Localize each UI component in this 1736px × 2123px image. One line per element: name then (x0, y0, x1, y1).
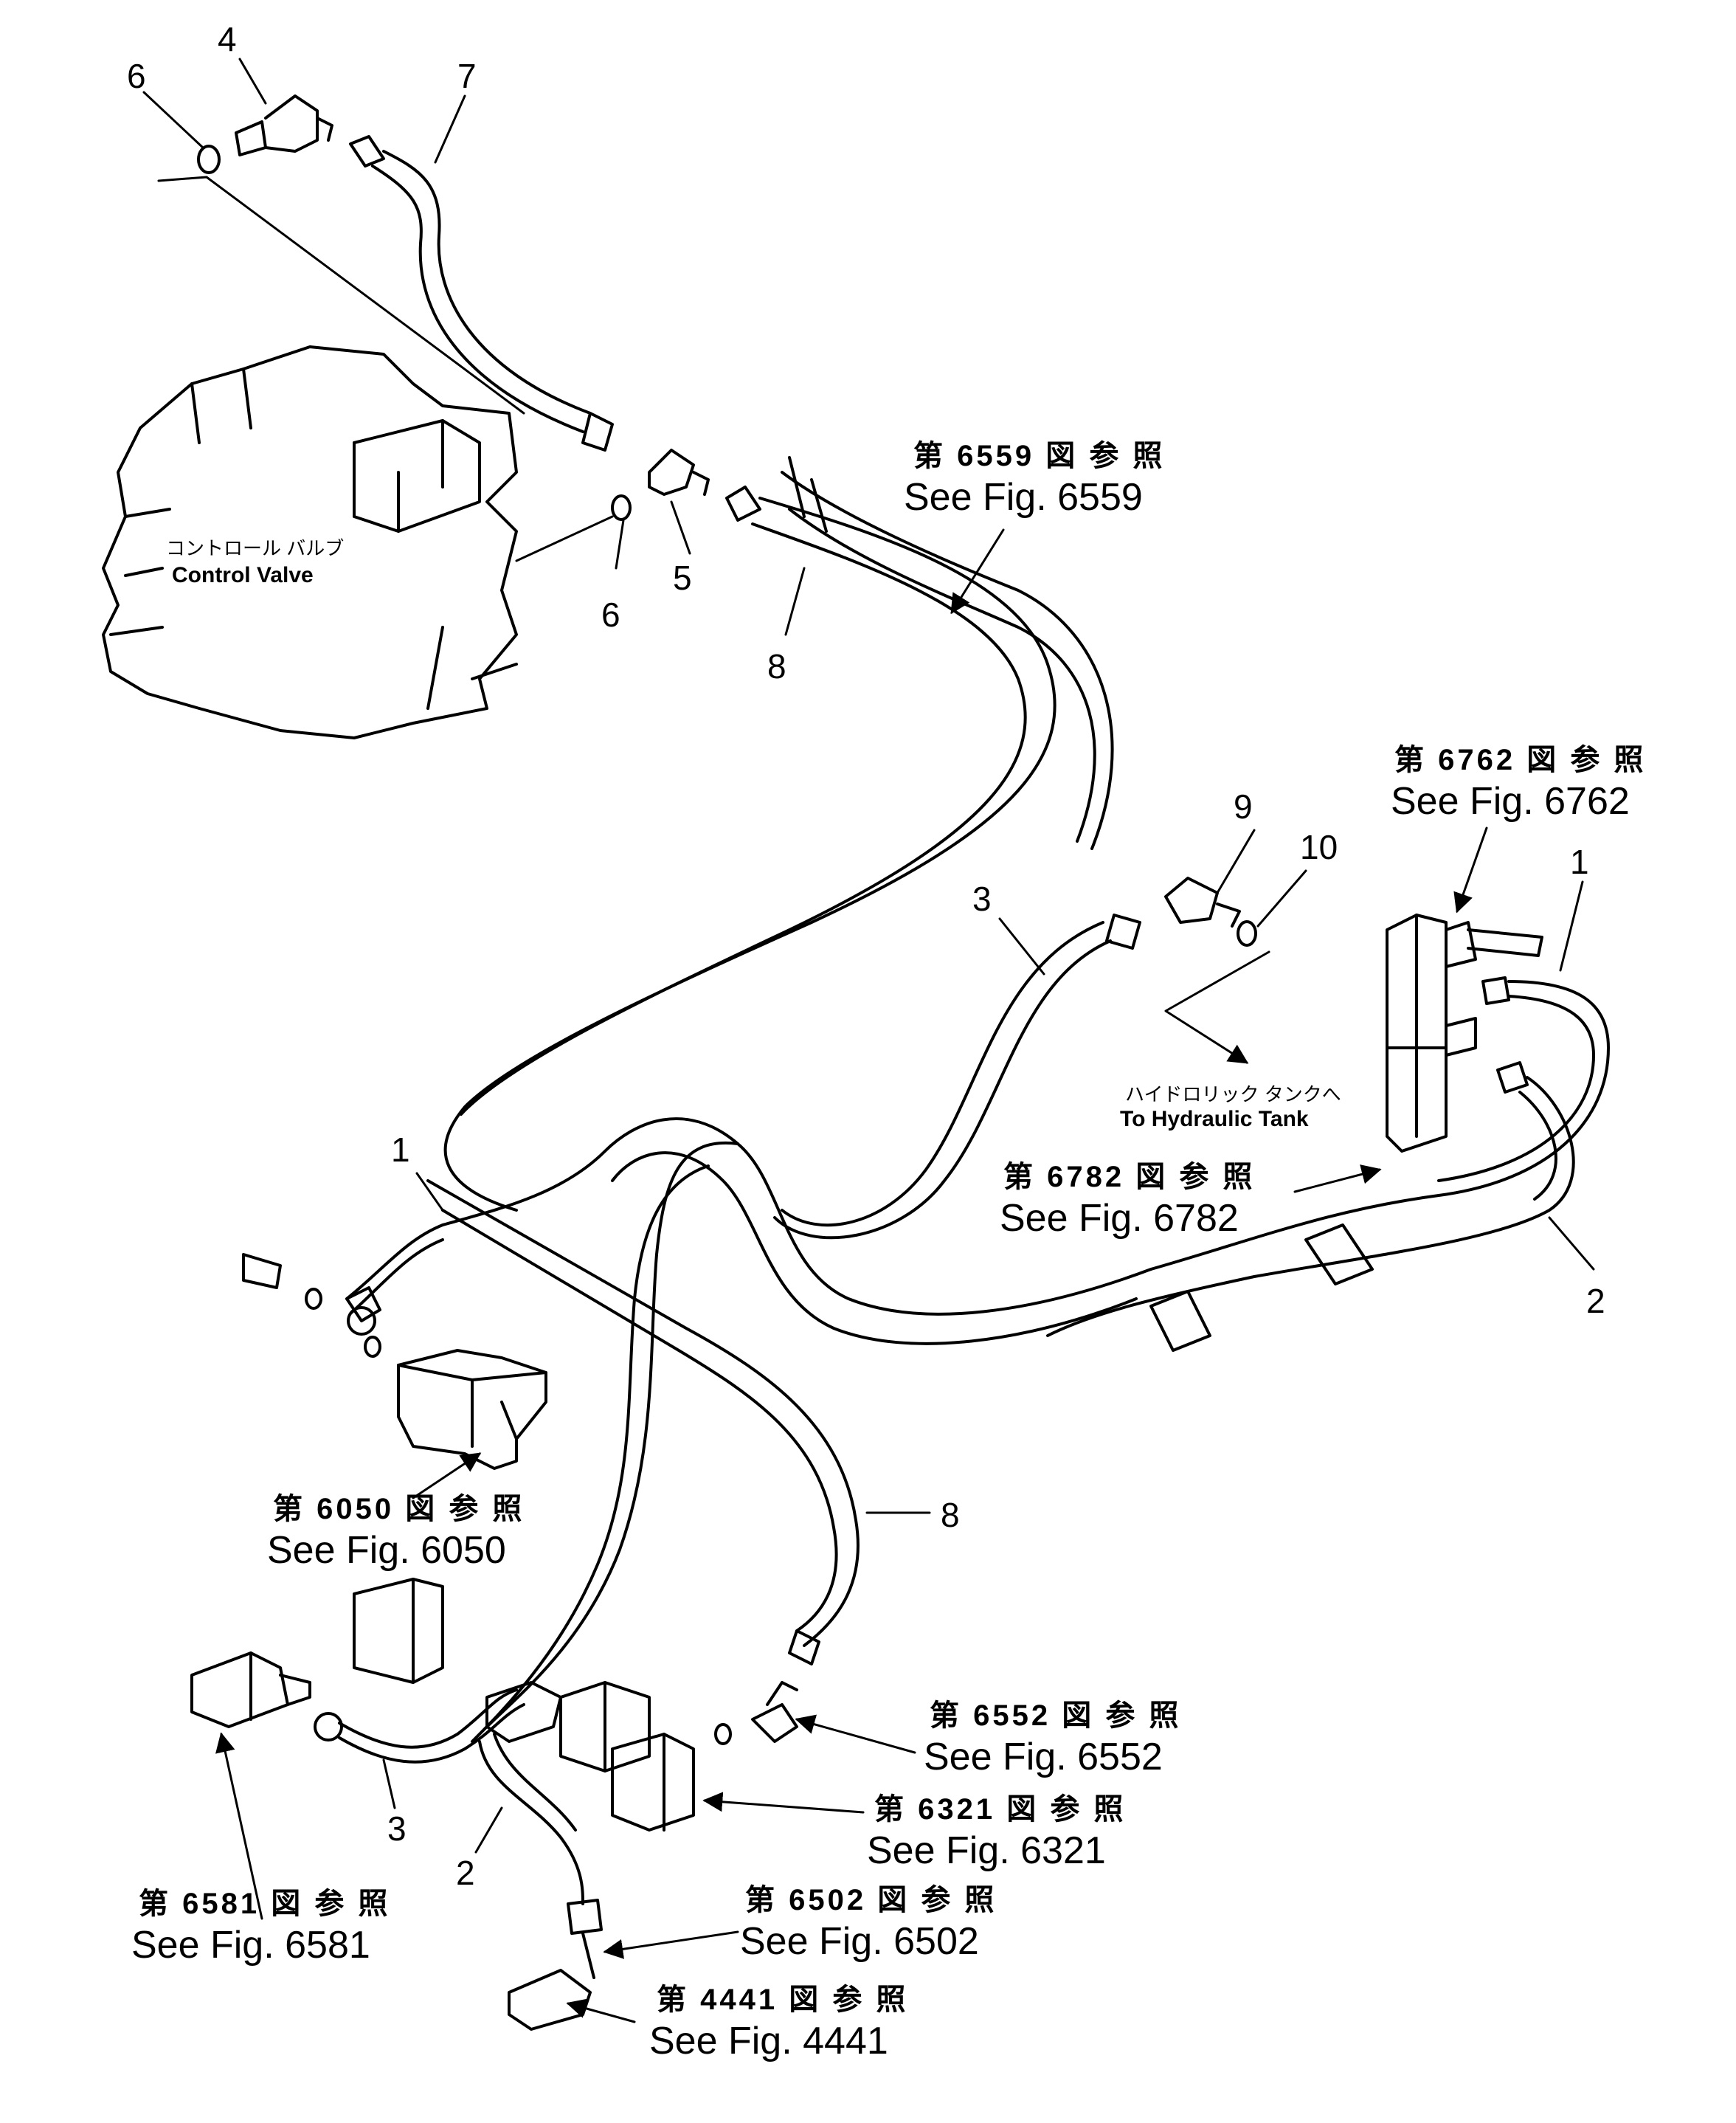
ref-6559-en[interactable]: See Fig. 6559 (904, 476, 1143, 519)
hydraulic-tank-label-ja: ハイドロリック タンクへ (1125, 1083, 1341, 1105)
ref-6559-ja: 第 6559 図 参 照 (913, 440, 1166, 472)
part-number-3-mid: 3 (972, 880, 992, 918)
part-number-5: 5 (673, 559, 692, 597)
reference-leaders (142, 58, 1595, 2023)
ref-4441-ja: 第 4441 図 参 照 (657, 1984, 909, 2016)
ref-6502-en[interactable]: See Fig. 6502 (740, 1920, 979, 1963)
part-number-2-bottom: 2 (456, 1854, 475, 1892)
fittings-middle (515, 449, 710, 562)
part-number-1-left: 1 (391, 1130, 410, 1169)
block-6321-group (485, 1681, 695, 1832)
ref-6502-ja: 第 6502 図 参 照 (745, 1884, 997, 1916)
part-number-3-bottom: 3 (387, 1809, 407, 1848)
fittings-right (773, 877, 1270, 1240)
ref-6782-en[interactable]: See Fig. 6782 (1000, 1197, 1239, 1240)
part-number-7: 7 (457, 57, 477, 95)
control-valve-label-ja: コントロール バルブ (166, 537, 345, 559)
control-valve-drawing (102, 345, 518, 739)
part-number-1-right: 1 (1570, 843, 1589, 881)
hydraulic-tank-label-en: To Hydraulic Tank (1120, 1107, 1309, 1131)
part-number-9: 9 (1234, 787, 1253, 826)
part-number-6-mid: 6 (601, 596, 620, 634)
hose-1-left-end (242, 1179, 860, 1665)
control-valve-label-en: Control Valve (172, 563, 314, 587)
ref-6552-en[interactable]: See Fig. 6552 (924, 1736, 1163, 1778)
ref-6762-en[interactable]: See Fig. 6762 (1391, 780, 1630, 823)
ref-6581-ja: 第 6581 図 参 照 (139, 1888, 391, 1920)
part-number-4: 4 (218, 20, 237, 58)
ref-4441-en[interactable]: See Fig. 4441 (649, 2020, 888, 2062)
ref-6321-ja: 第 6321 図 参 照 (874, 1793, 1127, 1826)
ref-6762-ja: 第 6762 図 参 照 (1394, 744, 1647, 776)
ref-6581-en[interactable]: See Fig. 6581 (131, 1924, 370, 1967)
elbow-6552 (714, 1681, 798, 1745)
hose-8-upper (443, 456, 1114, 1212)
part-number-6-top: 6 (127, 57, 146, 95)
ref-6782-ja: 第 6782 図 参 照 (1003, 1161, 1256, 1193)
ref-6050-ja: 第 6050 図 参 照 (273, 1493, 525, 1525)
ref-6050-en[interactable]: See Fig. 6050 (267, 1529, 506, 1572)
hoses-1-2 (1046, 976, 1610, 1352)
hose-2-lower (478, 1733, 603, 2031)
block-6050 (397, 1349, 547, 1470)
part-number-8-top: 8 (767, 647, 786, 686)
wrapped-harness (441, 1117, 1152, 1743)
ref-6552-ja: 第 6552 図 参 照 (930, 1699, 1182, 1732)
part-number-10: 10 (1300, 828, 1338, 866)
block-6581-group (190, 1578, 525, 1764)
part-number-2-right: 2 (1586, 1282, 1605, 1320)
part-number-8-bottom: 8 (941, 1496, 960, 1534)
fittings-top-left (157, 94, 614, 452)
ref-6321-en[interactable]: See Fig. 6321 (867, 1829, 1106, 1872)
hydraulic-tank-fitting (1386, 914, 1543, 1153)
